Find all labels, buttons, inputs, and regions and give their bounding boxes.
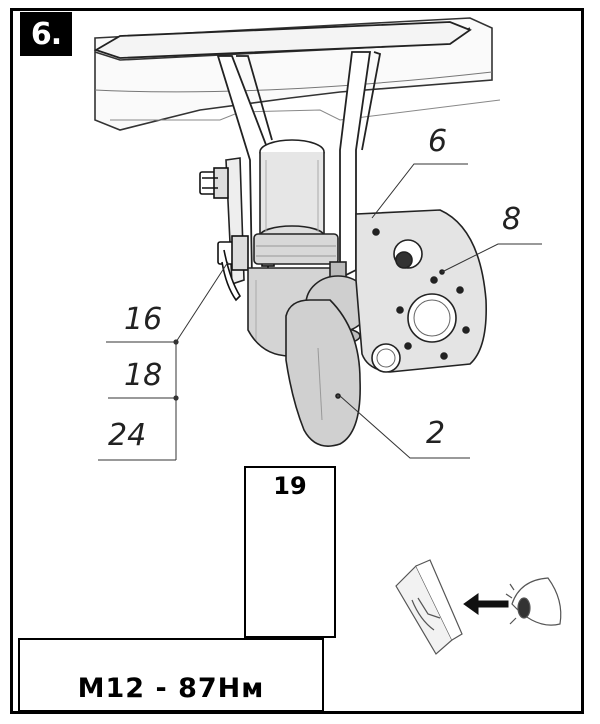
eye-icon	[505, 577, 562, 626]
mounting-plate	[93, 21, 472, 59]
torque-spec-label: M12 - 87Нм	[77, 673, 265, 704]
arrow-left-icon	[463, 593, 509, 615]
bolt-upper	[199, 167, 229, 199]
callout-part-8: 8	[502, 202, 522, 237]
wrench-size-label: 19	[273, 472, 307, 500]
callout-part-18: 18	[124, 358, 163, 393]
torque-spec-box: M12 - 87Нм	[18, 638, 324, 712]
callout-part-2: 2	[426, 416, 446, 451]
callout-part-6: 6	[428, 124, 448, 159]
wrench-size-box: 19	[244, 466, 336, 638]
callout-part-16: 16	[124, 302, 163, 337]
leader-dots	[173, 339, 179, 401]
tow-hook-arm	[285, 299, 361, 447]
leader-lines	[98, 163, 542, 461]
tow-neck-housing	[253, 139, 339, 265]
side-plate-right	[355, 209, 487, 373]
callout-part-24: 24	[108, 418, 147, 453]
step-number-badge: 6.	[20, 12, 72, 56]
manual-car-icon	[395, 559, 463, 655]
